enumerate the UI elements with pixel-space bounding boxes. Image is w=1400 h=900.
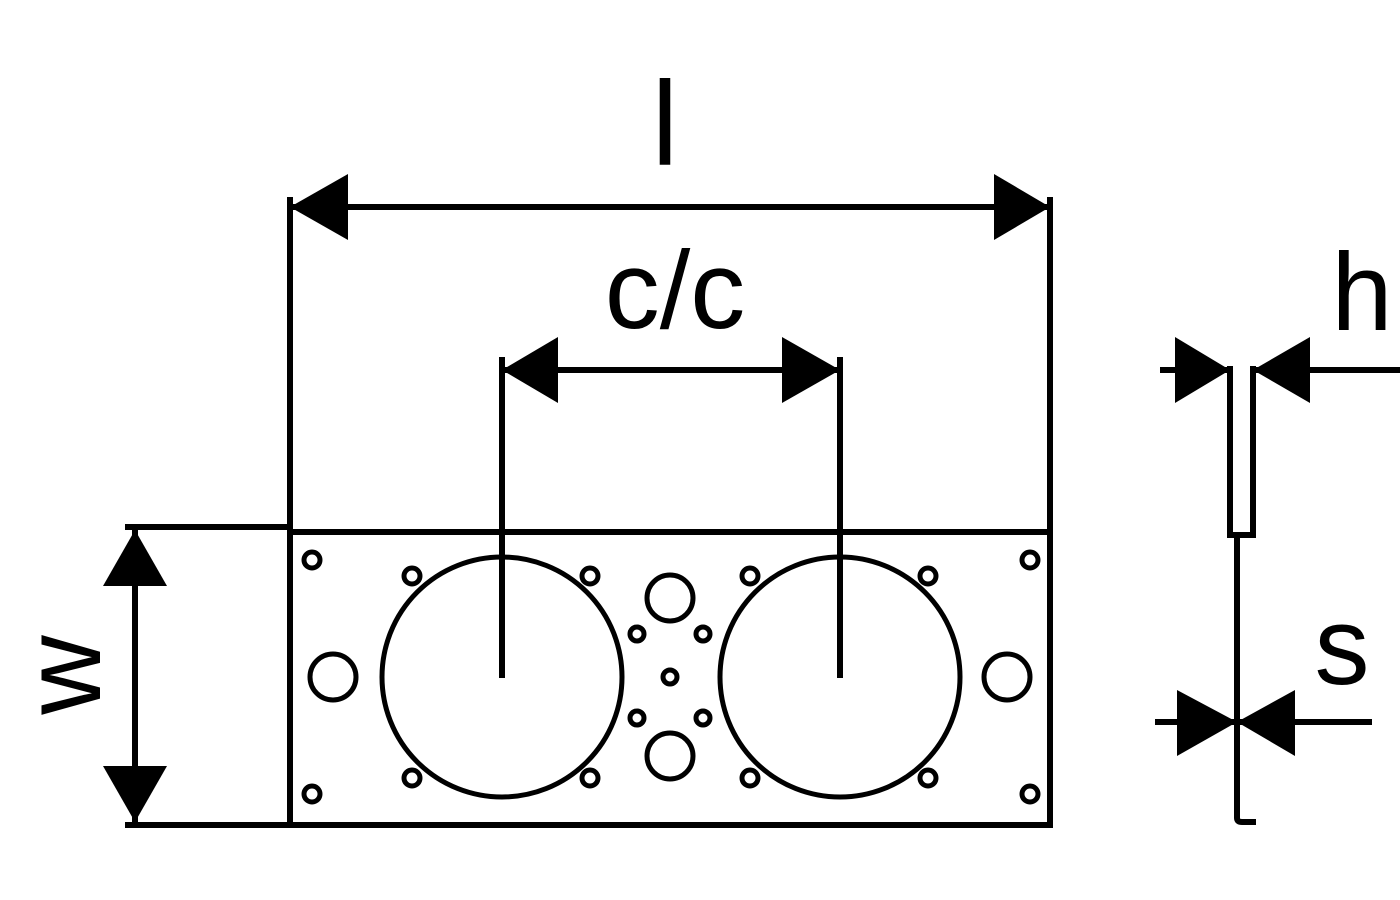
arrow-left-icon [1253,337,1310,403]
arrow-right-icon [994,174,1050,240]
thickness-label: s [1315,585,1370,708]
width-label: w [1,635,124,716]
large-port-right [717,554,963,800]
length-label: l [652,57,679,191]
side-view-profile [1227,366,1256,825]
plate-outline [287,529,1053,828]
arrow-down-icon [103,766,167,822]
arrow-left-icon [290,174,348,240]
center-distance-label: c/c [605,229,746,352]
arrow-right-icon [782,337,840,403]
center-distance-dimension [499,357,843,678]
arrow-right-icon [1175,337,1230,403]
large-port-left [379,554,625,800]
arrow-left-icon [1237,690,1295,756]
bolt-holes [301,549,1041,805]
length-dimension [287,197,1053,532]
medium-holes [307,572,1033,782]
arrowheads [103,174,1310,822]
arrow-right-icon [1177,690,1237,756]
arrow-left-icon [502,337,558,403]
arrow-up-icon [103,530,167,586]
height-label: h [1331,231,1392,354]
